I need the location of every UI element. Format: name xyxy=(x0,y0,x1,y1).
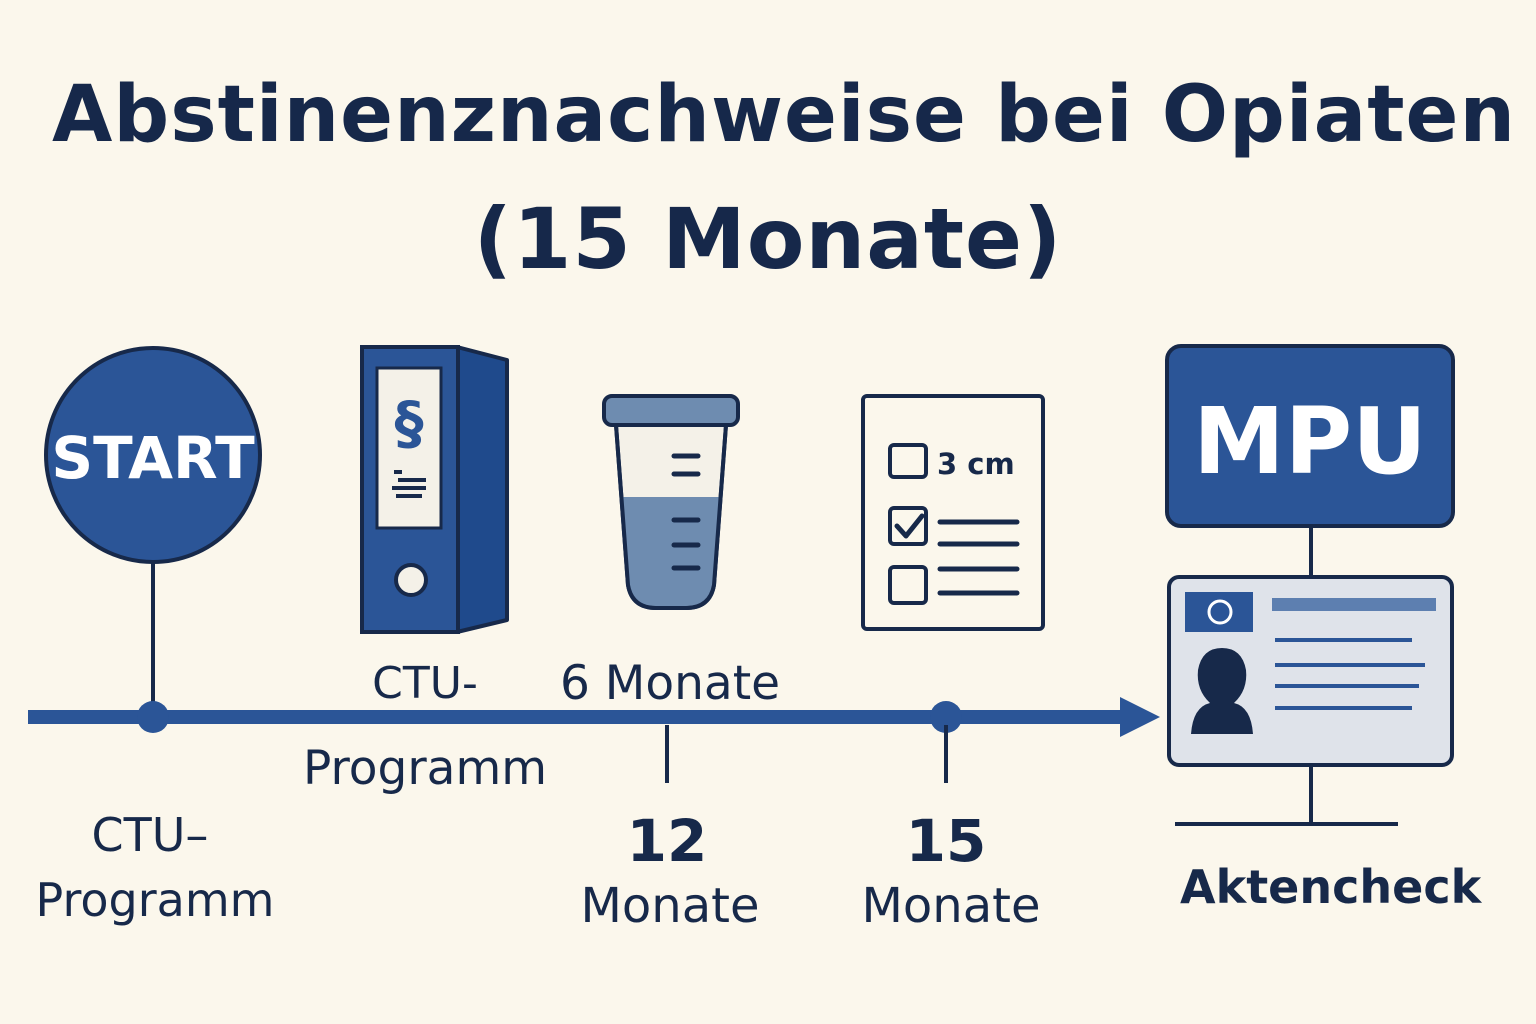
mpu-sign: MPU xyxy=(1165,344,1455,577)
checklist-item-text: 3 cm xyxy=(937,447,1015,481)
page-title-line2: (15 Monate) xyxy=(473,190,1063,288)
month-12-unit: Monate xyxy=(580,878,760,934)
ctu-upper-line1: CTU- xyxy=(372,658,478,709)
id-card-icon xyxy=(1167,575,1454,826)
page-title-line1: Abstinenznachweise bei Opiaten xyxy=(52,70,1516,160)
aktencheck-label: Aktencheck xyxy=(1180,860,1482,914)
mpu-label: MPU xyxy=(1193,388,1427,495)
arrow-head-icon xyxy=(1120,697,1160,737)
start-label: START xyxy=(51,424,255,492)
checklist-icon: 3 cm xyxy=(861,394,1045,631)
timeline-dot-start xyxy=(137,701,169,733)
month-15-unit: Monate xyxy=(861,878,1041,934)
checkbox-checked-icon xyxy=(888,506,928,546)
six-months-label: 6 Monate xyxy=(559,656,781,711)
ctu-upper-line2: Programm xyxy=(302,741,548,796)
urine-cup-icon xyxy=(602,394,740,610)
ctu-lower-line2: Programm xyxy=(35,873,275,927)
person-avatar-icon xyxy=(1191,648,1253,734)
timeline-axis xyxy=(28,697,1160,783)
start-badge: START xyxy=(44,346,262,705)
ctu-lower-line1: CTU– xyxy=(91,808,209,862)
month-15-number: 15 xyxy=(905,807,987,875)
timeline-dot-15 xyxy=(930,701,962,733)
paragraph-icon: § xyxy=(395,389,424,457)
binder-icon: § xyxy=(360,345,509,634)
month-12-number: 12 xyxy=(626,807,708,875)
